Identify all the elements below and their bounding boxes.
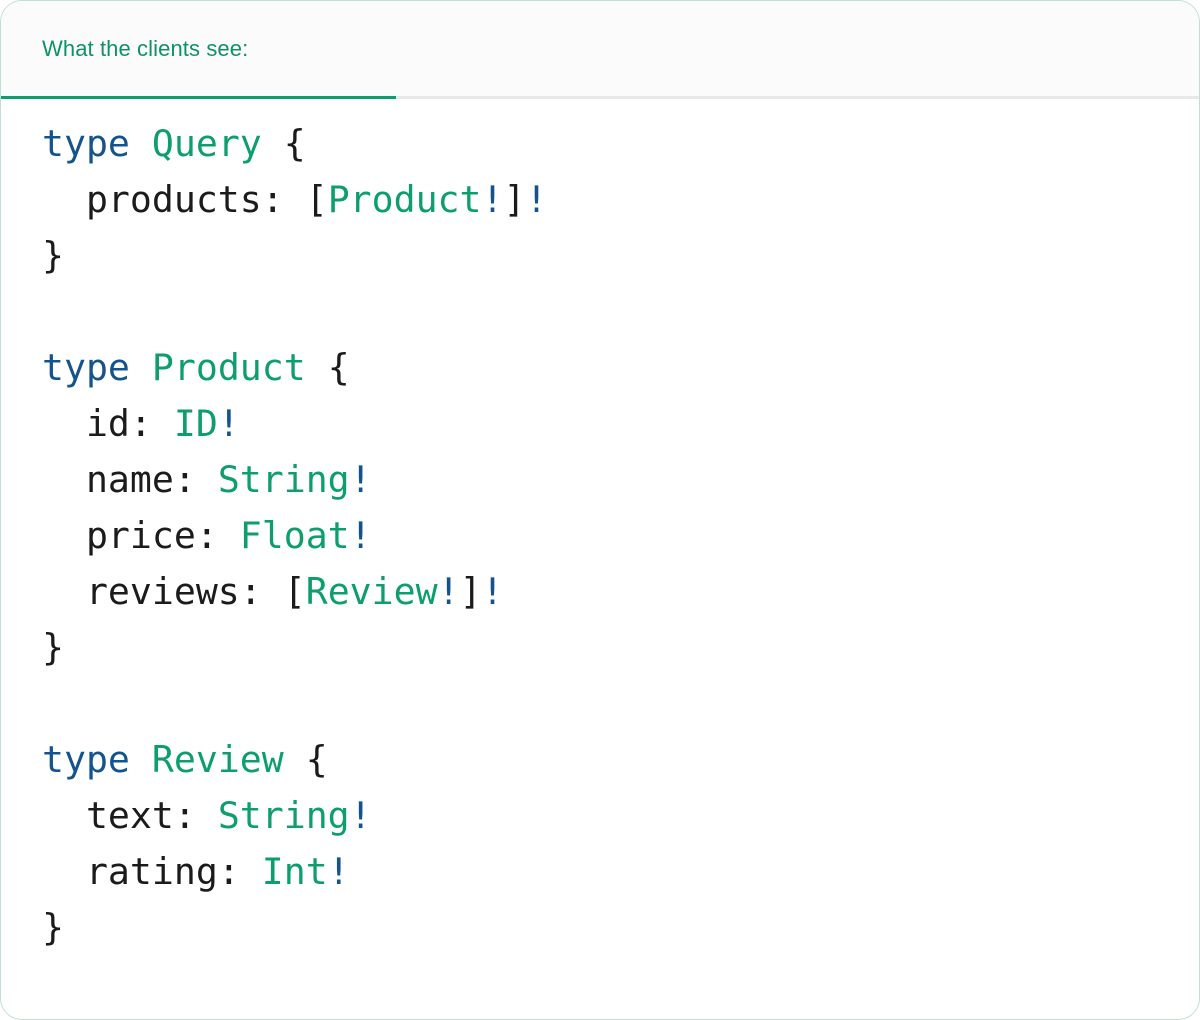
code-token-kw: type xyxy=(42,346,130,389)
code-token-field: products xyxy=(42,178,262,221)
code-token-bang: ! xyxy=(217,402,240,445)
code-token-punct xyxy=(130,346,152,389)
code-token-type: Review xyxy=(151,738,284,781)
code-line: name: String! xyxy=(42,452,1199,508)
code-token-field: text xyxy=(42,794,174,837)
code-token-type: Query xyxy=(151,122,262,165)
code-token-punct: } xyxy=(42,906,64,949)
code-token-kw: type xyxy=(42,122,130,165)
code-token-type: Float xyxy=(239,514,350,557)
code-token-punct: : xyxy=(261,178,306,221)
code-token-type: Product xyxy=(151,346,306,389)
code-token-punct: { xyxy=(283,122,306,165)
code-token-punct xyxy=(284,738,306,781)
code-line: } xyxy=(42,228,1199,284)
code-token-type: ID xyxy=(173,402,218,445)
code-token-type: String xyxy=(217,458,350,501)
code-line: price: Float! xyxy=(42,508,1199,564)
code-token-punct: [ xyxy=(283,570,306,613)
code-line: type Review { xyxy=(42,732,1199,788)
code-token-punct: } xyxy=(42,234,64,277)
code-token-bang: ! xyxy=(481,570,504,613)
code-token-punct: : xyxy=(173,794,218,837)
code-token-type: Int xyxy=(261,850,328,893)
code-line: } xyxy=(42,900,1199,956)
code-token-bang: ! xyxy=(437,570,460,613)
tab-label: What the clients see: xyxy=(42,35,249,61)
graphql-schema-code: type Query { products: [Product!]!} type… xyxy=(42,116,1199,956)
code-lines: type Query { products: [Product!]!} type… xyxy=(42,116,1199,956)
code-token-punct: : xyxy=(239,570,284,613)
code-line: } xyxy=(42,620,1199,676)
code-token-punct: ] xyxy=(459,570,482,613)
code-line: type Query { xyxy=(42,116,1199,172)
code-token-punct xyxy=(130,738,152,781)
code-token-field: reviews xyxy=(42,570,240,613)
code-panel: type Query { products: [Product!]!} type… xyxy=(1,99,1199,1018)
code-token-bang: ! xyxy=(349,794,372,837)
code-token-punct: { xyxy=(327,346,350,389)
code-token-type: Review xyxy=(305,570,438,613)
code-token-punct: { xyxy=(305,738,328,781)
code-token-punct: ] xyxy=(503,178,526,221)
code-token-punct: [ xyxy=(305,178,328,221)
code-token-bang: ! xyxy=(481,178,504,221)
code-token-punct: : xyxy=(217,850,262,893)
tab-what-the-clients-see[interactable]: What the clients see: xyxy=(1,1,396,99)
code-line: id: ID! xyxy=(42,396,1199,452)
code-token-field: price xyxy=(42,514,196,557)
code-token-type: String xyxy=(217,794,350,837)
code-token-field: rating xyxy=(42,850,218,893)
code-token-punct xyxy=(262,122,284,165)
code-token-field: name xyxy=(42,458,174,501)
code-token-bang: ! xyxy=(525,178,548,221)
code-line: type Product { xyxy=(42,340,1199,396)
code-token-punct: : xyxy=(173,458,218,501)
code-token-bang: ! xyxy=(327,850,350,893)
code-token-punct: } xyxy=(42,626,64,669)
code-line: rating: Int! xyxy=(42,844,1199,900)
code-line: products: [Product!]! xyxy=(42,172,1199,228)
code-line: text: String! xyxy=(42,788,1199,844)
code-token-bang: ! xyxy=(349,514,372,557)
code-token-punct xyxy=(306,346,328,389)
code-token-field: id xyxy=(42,402,130,445)
code-line xyxy=(42,284,1199,340)
code-line: reviews: [Review!]! xyxy=(42,564,1199,620)
code-token-type: Product xyxy=(327,178,482,221)
code-token-kw: type xyxy=(42,738,130,781)
code-token-punct xyxy=(130,122,152,165)
tab-strip: What the clients see: xyxy=(1,1,1199,99)
code-token-punct: : xyxy=(195,514,240,557)
code-token-punct: : xyxy=(129,402,174,445)
code-token-bang: ! xyxy=(349,458,372,501)
code-line xyxy=(42,676,1199,732)
